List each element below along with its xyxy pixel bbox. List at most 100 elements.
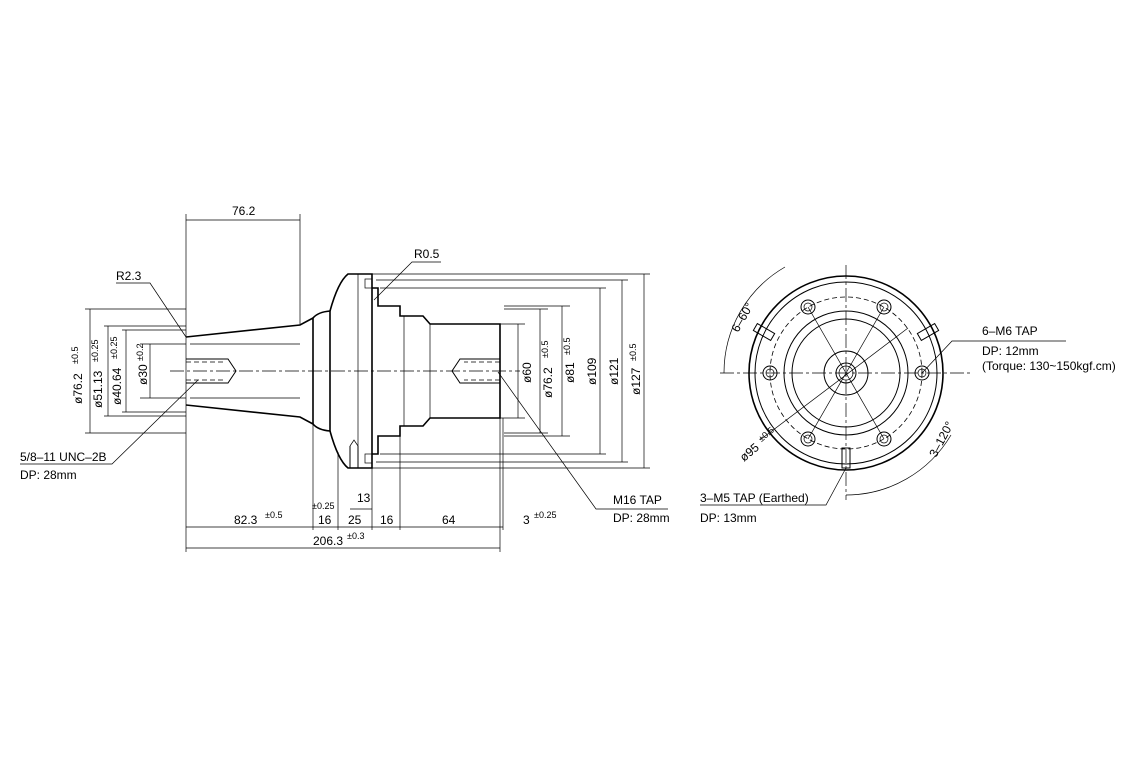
dim-total: 206.3 <box>313 534 343 548</box>
tol-label: ±0.25 <box>312 501 334 511</box>
bolt-hole-inner <box>879 302 889 312</box>
bolt-hole <box>914 365 930 381</box>
bore-inner <box>838 365 854 381</box>
m5-radial-tap <box>752 322 776 342</box>
dia-51-label: ø51.13 <box>91 370 105 408</box>
angle-top-group: 6–60° <box>728 300 756 334</box>
angle-bottom-group: 3–120° <box>926 419 956 459</box>
tol-label: ±0.2 <box>135 344 145 361</box>
right-tap-thread <box>464 361 500 381</box>
bc-leader <box>759 327 909 441</box>
body <box>372 287 501 455</box>
r0-5-label: R0.5 <box>414 247 440 261</box>
tol-label: ±0.5 <box>562 338 572 355</box>
unc-label: 5/8–11 UNC–2B <box>20 450 107 464</box>
dim-13: 13 <box>357 491 371 505</box>
bc-group: ø95 ±0.5 <box>737 425 776 464</box>
radial-line <box>845 306 885 374</box>
bore-circle <box>835 362 857 384</box>
dia-121-label: ø121 <box>607 357 621 385</box>
tol-label: ±0.5 <box>265 510 282 520</box>
dia-127-label: ø127 <box>629 367 643 395</box>
angle-bottom-label: 3–120° <box>926 419 956 459</box>
right-tap-hole <box>451 358 500 384</box>
dia-30-label: ø30 <box>136 364 150 385</box>
body-circle-inner <box>791 318 901 428</box>
bolt-hole <box>800 431 816 447</box>
unc-depth-label: DP: 28mm <box>20 468 77 482</box>
dia-109-label: ø109 <box>585 357 599 385</box>
tol-label: ±0.25 <box>109 337 119 359</box>
dia-51-group: ø51.13 ±0.25 <box>90 340 105 408</box>
hub-circle <box>823 350 869 396</box>
bolt-hole <box>800 299 816 315</box>
angle-arc-bottom <box>845 434 952 496</box>
left-tap-thread <box>186 361 224 381</box>
m6-leader <box>921 340 1066 374</box>
r05-leader <box>373 261 441 301</box>
m16-leader <box>497 371 668 510</box>
front-view: 6–60° 3–120° ø95 ±0.5 6–M6 TAP DP: 12mm … <box>700 265 1116 525</box>
bolt-hole-inner <box>803 434 813 444</box>
flange-notch-top <box>364 278 373 289</box>
dim-16b: 16 <box>380 513 394 527</box>
bolt-hole <box>876 431 892 447</box>
m5-label: 3–M5 TAP (Earthed) <box>700 491 809 505</box>
dim-82-3: 82.3 <box>234 513 258 527</box>
left-tap-hole <box>186 358 237 384</box>
m5-hole-tip <box>349 439 359 447</box>
dia-60-label: ø60 <box>520 362 534 383</box>
tol-label: ±0.25 <box>534 510 556 520</box>
m16-label: M16 TAP <box>613 493 662 507</box>
tol-label: ±0.5 <box>70 347 80 364</box>
bolt-hole <box>762 365 778 381</box>
r2-3-label: R2.3 <box>116 269 142 283</box>
bolt-hole-inner <box>765 368 775 378</box>
dia-81-group: ø81 ±0.5 <box>562 338 577 383</box>
tol-label: ±0.25 <box>90 340 100 362</box>
tol-label: ±0.5 <box>628 344 638 361</box>
bc-label: ø95 <box>737 440 762 464</box>
m16-depth-label: DP: 28mm <box>613 511 670 525</box>
radial-line <box>845 372 885 440</box>
bolt-hole <box>876 299 892 315</box>
flange <box>329 273 373 469</box>
dia-121-group: ø121 <box>607 357 621 385</box>
dia-109-group: ø109 <box>585 357 599 385</box>
angle-arc-top <box>723 266 786 374</box>
dia-76-group: ø76.2 ±0.5 <box>70 347 85 404</box>
dia-30-group: ø30 ±0.2 <box>135 344 150 385</box>
bolt-holes <box>762 299 930 447</box>
neck <box>312 310 331 432</box>
m5-hole-side <box>349 446 359 468</box>
tol-label: ±0.5 <box>540 341 550 358</box>
dim-64: 64 <box>442 513 456 527</box>
r23-leader <box>116 282 187 338</box>
flange-circle <box>754 281 938 465</box>
dia-127-group: ø127 ±0.5 <box>628 344 643 395</box>
radial-line <box>807 372 847 440</box>
dim-3: 3 <box>523 513 530 527</box>
outer-circle <box>748 275 944 471</box>
bolt-hole-inner <box>803 302 813 312</box>
taper-shank <box>185 316 314 426</box>
dim-25: 25 <box>348 513 362 527</box>
m5-radial-tap <box>916 322 940 342</box>
body-circle <box>783 310 909 436</box>
m5-depth-label: DP: 13mm <box>700 511 757 525</box>
dia-40-label: ø40.64 <box>110 367 124 405</box>
dia-76r-label: ø76.2 <box>541 367 555 398</box>
radial-line <box>807 306 847 374</box>
dia-40-group: ø40.64 ±0.25 <box>109 337 124 405</box>
dia-76r-group: ø76.2 ±0.5 <box>540 341 555 398</box>
m6-torque-label: (Torque: 130~150kgf.cm) <box>982 359 1116 373</box>
bolt-hole-inner <box>917 368 927 378</box>
tol-label: ±0.3 <box>347 531 364 541</box>
flange-notch-bottom <box>364 453 373 464</box>
dia-81-label: ø81 <box>563 362 577 383</box>
side-view: 76.2 R2.3 R0.5 ø76.2 ±0.5 ø51.13 ±0.25 ø… <box>20 204 670 552</box>
dia-60-group: ø60 <box>520 362 534 383</box>
bolt-hole-inner <box>879 434 889 444</box>
m6-label: 6–M6 TAP <box>982 324 1038 338</box>
